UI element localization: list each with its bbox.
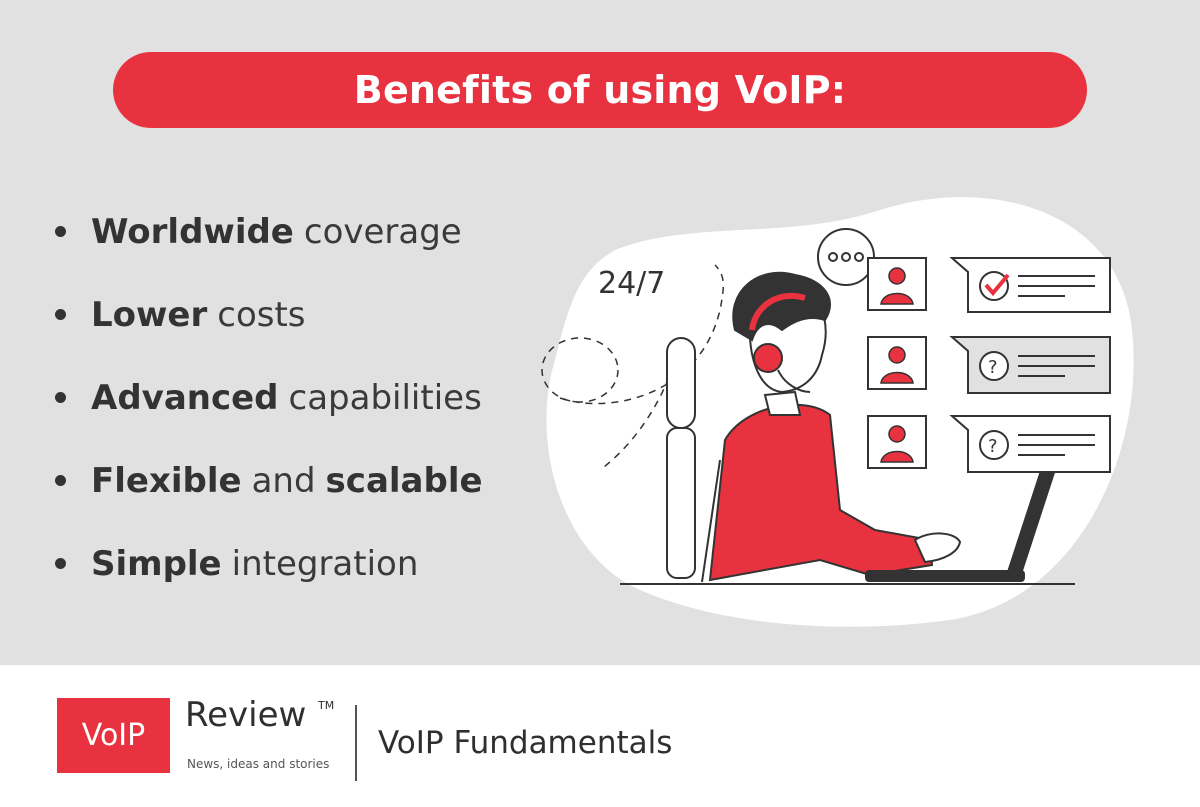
benefit-bold: Flexible [91,460,242,501]
benefit-text: integration [231,543,419,584]
laptop-icon [865,440,1065,582]
bullet-icon [55,392,66,403]
typing-indicator-icon [817,228,875,286]
checkmark-icon [979,271,1010,301]
footer: VoIP Review TM News, ideas and stories V… [0,665,1200,807]
benefit-bold: Lower [91,294,208,335]
benefit-item: Worldwide coverage [55,190,483,273]
dashed-arc [559,264,725,405]
logo-tagline: News, ideas and stories [187,757,330,771]
bullet-icon [55,475,66,486]
chair [666,337,696,579]
bullet-icon [55,309,66,320]
question-mark-icon: ? [979,351,1009,381]
page-title: Benefits of using VoIP: [353,68,847,112]
benefit-text: coverage [303,211,462,252]
benefit-bold: Worldwide [91,211,294,252]
section-title: VoIP Fundamentals [378,725,673,761]
footer-divider [355,705,357,781]
svg-text:?: ? [988,357,998,378]
headset-icon [753,343,783,373]
bullet-icon [55,558,66,569]
agent-figure [701,271,962,583]
benefit-text: capabilities [288,377,482,418]
benefit-item: Advanced capabilities [55,356,483,439]
message-bubbles: ? ? [949,257,1111,473]
benefit-text: costs [217,294,306,335]
logo-voip-text: VoIP [81,718,146,753]
benefit-bold: Advanced [91,377,279,418]
dashed-circle [541,337,619,403]
benefits-list: Worldwide coverage Lower costs Advanced … [55,190,483,605]
logo-review-text: Review [185,695,307,735]
bullet-icon [55,226,66,237]
benefit-bold: Simple [91,543,222,584]
benefit-item: Simple integration [55,522,483,605]
question-mark-icon: ? [979,430,1009,460]
availability-label: 24/7 [598,266,665,301]
user-avatar-icon [867,257,927,469]
svg-text:?: ? [988,436,998,457]
title-banner: Benefits of using VoIP: [113,52,1087,128]
benefit-item: Flexible and scalable [55,439,483,522]
main-panel: Benefits of using VoIP: Worldwide covera… [0,0,1200,665]
benefit-item: Lower costs [55,273,483,356]
voip-logo: VoIP [57,698,170,773]
logo-trademark: TM [318,699,335,712]
benefit-text: and [251,460,316,501]
benefit-bold-secondary: scalable [325,460,483,501]
support-agent-illustration: 24/7 [541,197,1134,627]
